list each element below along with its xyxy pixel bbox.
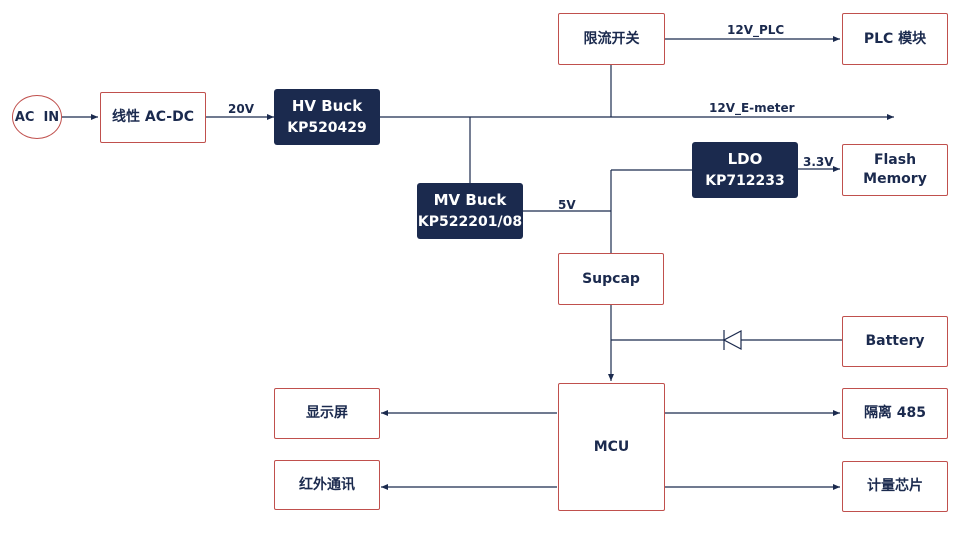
rail-label-12v-plc: 12V_PLC: [727, 23, 785, 37]
rail-label-5v: 5V: [558, 198, 576, 212]
mcu-block: MCU: [558, 383, 665, 511]
display-block: 显示屏: [274, 388, 380, 439]
hv-buck-chip: HV Buck KP520429: [274, 89, 380, 145]
rail-label-12v-emeter: 12V_E-meter: [709, 101, 795, 115]
battery-block: Battery: [842, 316, 948, 367]
mv-buck-chip: MV Buck KP522201/08: [417, 183, 523, 239]
limit-switch-block: 限流开关: [558, 13, 665, 65]
flash-memory-block: Flash Memory: [842, 144, 948, 196]
hv-buck-name: HV Buck: [291, 97, 363, 115]
plc-module-block: PLC 模块: [842, 13, 948, 65]
isolated-485-block: 隔离 485: [842, 388, 948, 439]
hv-buck-part: KP520429: [287, 120, 367, 136]
metering-chip-block: 计量芯片: [842, 461, 948, 512]
mv-buck-part: KP522201/08: [417, 214, 523, 230]
ldo-part: KP712233: [705, 173, 785, 189]
acdc-block: 线性 AC-DC: [100, 92, 206, 143]
flash-label-line1: Flash: [873, 152, 917, 168]
mv-buck-name: MV Buck: [433, 191, 507, 209]
diode-symbol: [722, 330, 742, 350]
supcap-block: Supcap: [558, 253, 664, 305]
flash-label-line2: Memory: [863, 171, 927, 187]
ldo-name: LDO: [727, 150, 763, 168]
ldo-chip: LDO KP712233: [692, 142, 798, 198]
rail-label-20v: 20V: [228, 102, 254, 116]
rail-label-3v3: 3.3V: [803, 155, 834, 169]
ac-in-source: AC IN: [12, 95, 62, 139]
infrared-comm-block: 红外通讯: [274, 460, 380, 510]
